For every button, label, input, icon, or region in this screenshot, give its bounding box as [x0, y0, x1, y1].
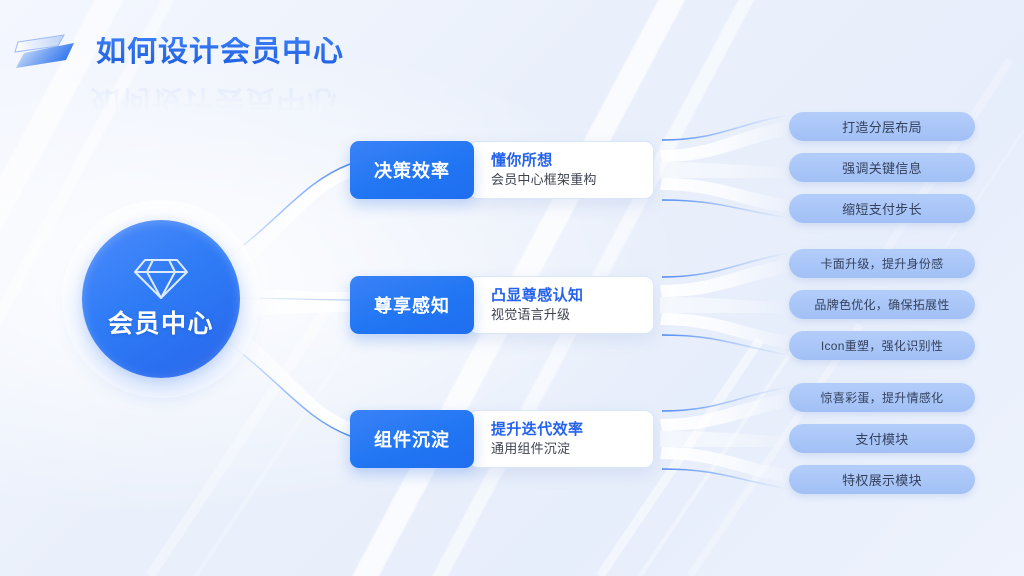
- branch-panel-2[interactable]: 凸显尊感认知 视觉语言升级: [468, 276, 654, 334]
- hub-node[interactable]: 会员中心: [82, 220, 240, 378]
- branch-panel-subtitle-3: 通用组件沉淀: [491, 441, 571, 457]
- pill-label-1-3: 缩短支付步长: [842, 202, 922, 217]
- pill-label-3-1: 惊喜彩蛋，提升情感化: [820, 391, 944, 405]
- pill-1-1[interactable]: 打造分层布局: [789, 112, 975, 141]
- branch-panel-3[interactable]: 提升迭代效率 通用组件沉淀: [468, 410, 654, 468]
- pill-2-2[interactable]: 品牌色优化，确保拓展性: [789, 290, 975, 319]
- diamond-gem-icon: [133, 254, 189, 302]
- pill-3-1[interactable]: 惊喜彩蛋，提升情感化: [789, 383, 975, 412]
- branch-tab-label-1: 决策效率: [374, 161, 450, 181]
- branch-panel-title-1: 懂你所想: [491, 151, 553, 169]
- branch-panel-subtitle-1: 会员中心框架重构: [491, 172, 597, 188]
- pill-2-1[interactable]: 卡面升级，提升身份感: [789, 249, 975, 278]
- branch-panel-title-2: 凸显尊感认知: [491, 286, 584, 304]
- pill-2-3[interactable]: Icon重塑，强化识别性: [789, 331, 975, 360]
- branch-tab-1[interactable]: 决策效率: [350, 141, 474, 199]
- branch-tab-label-3: 组件沉淀: [374, 430, 450, 450]
- branch-row-3: 组件沉淀 提升迭代效率 通用组件沉淀: [350, 410, 654, 468]
- pill-label-3-2: 支付模块: [855, 432, 909, 447]
- branch-row-1: 决策效率 懂你所想 会员中心框架重构: [350, 141, 654, 199]
- page-title-row: 如何设计会员中心: [14, 30, 344, 74]
- pill-1-3[interactable]: 缩短支付步长: [789, 194, 975, 223]
- pill-label-2-2: 品牌色优化，确保拓展性: [814, 298, 950, 312]
- hub-label: 会员中心: [107, 310, 214, 338]
- branch-panel-subtitle-2: 视觉语言升级: [491, 307, 571, 323]
- page-title: 如何设计会员中心: [96, 35, 344, 68]
- branch-row-2: 尊享感知 凸显尊感认知 视觉语言升级: [350, 276, 654, 334]
- pill-3-2[interactable]: 支付模块: [789, 424, 975, 453]
- pill-label-1-1: 打造分层布局: [842, 120, 922, 135]
- pill-label-2-1: 卡面升级，提升身份感: [820, 257, 944, 271]
- page-title-reflection: 如何设计会员中心: [90, 84, 338, 117]
- logo-icon: [14, 30, 82, 74]
- pill-3-3[interactable]: 特权展示模块: [789, 465, 975, 494]
- branch-tab-label-2: 尊享感知: [374, 296, 450, 316]
- branch-tab-2[interactable]: 尊享感知: [350, 276, 474, 334]
- pill-label-3-3: 特权展示模块: [842, 473, 922, 488]
- pill-1-2[interactable]: 强调关键信息: [789, 153, 975, 182]
- pill-label-2-3: Icon重塑，强化识别性: [820, 339, 944, 353]
- branch-panel-1[interactable]: 懂你所想 会员中心框架重构: [468, 141, 654, 199]
- branch-panel-title-3: 提升迭代效率: [491, 420, 584, 438]
- pill-label-1-2: 强调关键信息: [842, 161, 922, 176]
- branch-tab-3[interactable]: 组件沉淀: [350, 410, 474, 468]
